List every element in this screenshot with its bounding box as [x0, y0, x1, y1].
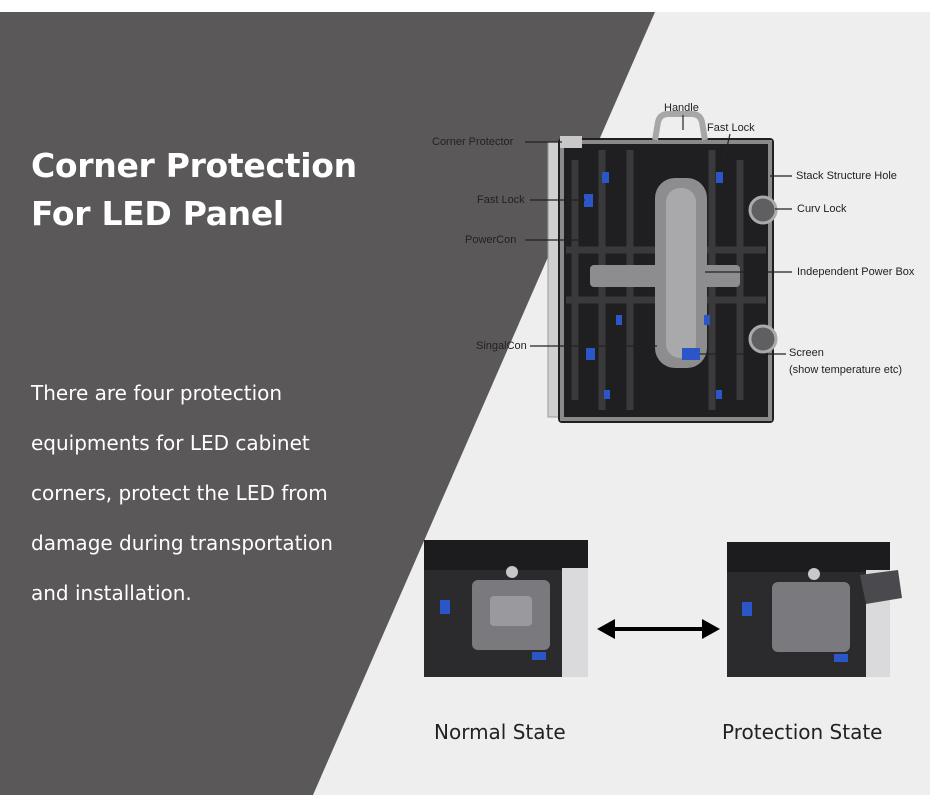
- description-paragraph: There are four protection equipments for…: [31, 368, 361, 618]
- description-line: There are four protection: [31, 381, 283, 405]
- led-cabinet-image: [547, 111, 778, 423]
- label-fast-lock-left: Fast Lock: [477, 194, 525, 206]
- normal-state-image: [424, 540, 588, 677]
- label-stack-structure-hole: Stack Structure Hole: [796, 170, 897, 182]
- dark-diagonal-panel: [0, 12, 655, 795]
- caption-protection-state: Protection State: [722, 720, 883, 744]
- label-corner-protector: Corner Protector: [432, 136, 514, 148]
- description-line: equipments for LED cabinet: [31, 431, 310, 455]
- label-powercon: PowerCon: [465, 234, 517, 246]
- label-screen: Screen: [789, 347, 824, 359]
- page-title: Corner Protection For LED Panel: [31, 142, 357, 238]
- title-line-1: Corner Protection: [31, 146, 357, 185]
- description-line: corners, protect the LED from: [31, 481, 328, 505]
- callout-lines: [525, 115, 792, 355]
- label-curv-lock: Curv Lock: [797, 203, 847, 215]
- caption-normal-state: Normal State: [434, 720, 566, 744]
- label-handle: Handle: [664, 102, 699, 114]
- protection-state-image: [727, 542, 902, 677]
- label-independent-power-box: Independent Power Box: [797, 266, 915, 278]
- title-line-2: For LED Panel: [31, 194, 284, 233]
- description-line: and installation.: [31, 581, 192, 605]
- description-line: damage during transportation: [31, 531, 333, 555]
- label-singalcon: SingalCon: [476, 340, 527, 352]
- double-arrow: [597, 619, 720, 639]
- label-fast-lock-top: Fast Lock: [707, 122, 755, 134]
- label-screen-note: (show temperature etc): [789, 364, 903, 376]
